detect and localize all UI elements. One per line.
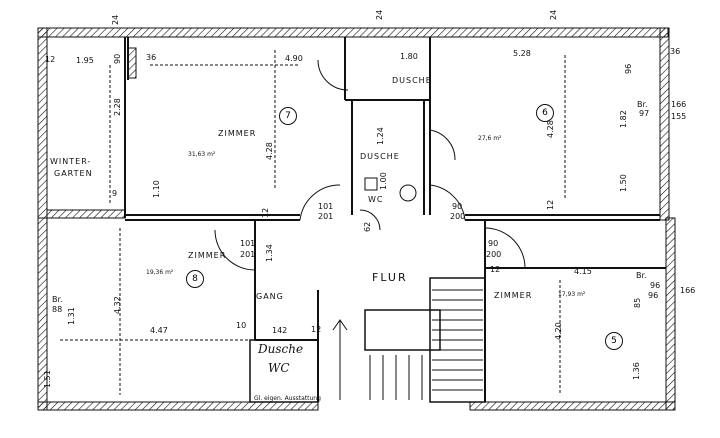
area-room-7: 31,63 m²	[188, 151, 216, 158]
dusche-wc-label-1: Dusche	[258, 342, 304, 356]
dim-1-36: 1.36	[632, 362, 641, 380]
dim-4-90: 4.90	[285, 54, 303, 63]
dim-166: 166	[671, 100, 687, 109]
area-room-8: 19,36 m²	[146, 269, 174, 276]
dim-1-00: 1.00	[379, 172, 388, 190]
dusche-wc-label-2: WC	[268, 361, 290, 375]
dim-200-a: 200	[450, 212, 466, 221]
flur-label: FLUR	[372, 271, 408, 284]
dim-4-20: 4.20	[554, 322, 563, 340]
dim-201-a: 201	[318, 212, 334, 221]
wc-label: WC	[368, 195, 384, 204]
bottom-note: Gl. eigen. Ausstattung	[254, 395, 321, 402]
dim-1-10: 1.10	[152, 180, 161, 198]
dim-4-15: 4.15	[574, 267, 592, 276]
dim-90: 90	[113, 53, 122, 64]
dim-101-b: 101	[240, 239, 256, 248]
dim-2-28: 2.28	[113, 98, 122, 116]
dim-90-b: 90	[452, 202, 463, 211]
dim-101-a: 101	[318, 202, 334, 211]
window-right-label-1: Br.	[636, 271, 647, 280]
zimmer7-label: ZIMMER	[218, 129, 257, 138]
room-number-8: 8	[186, 270, 204, 288]
room-number-6: 6	[536, 104, 554, 122]
dusche-mid-label: DUSCHE	[360, 152, 400, 161]
dim-36: 36	[146, 53, 157, 62]
dim-200-b: 200	[486, 250, 502, 259]
window-left-label-2: 88	[52, 305, 63, 314]
wintergarten-label-2: GARTEN	[54, 169, 93, 178]
dim-24-c: 24	[549, 9, 558, 20]
dim-4-47: 4.47	[150, 326, 168, 335]
window-right-label-2: 96	[650, 281, 661, 290]
fixtures	[60, 50, 566, 395]
dusche-top-label: DUSCHE	[392, 76, 432, 85]
zimmer5-label: ZIMMER	[494, 291, 533, 300]
dim-24-b: 24	[375, 9, 384, 20]
dim-5-28: 5.28	[513, 49, 531, 58]
dim-12-e: 12	[311, 325, 322, 334]
dim-62: 62	[363, 221, 372, 232]
dim-4-28-b: 4.28	[546, 120, 555, 138]
dim-1-51: 1.51	[43, 370, 52, 388]
dim-1-31: 1.31	[67, 307, 76, 325]
area-room-5: 17,93 m²	[558, 291, 586, 298]
room-number-7: 7	[279, 107, 297, 125]
dim-12-b: 12	[261, 207, 270, 218]
room-number-5: 5	[605, 332, 623, 350]
window-left-label-1: Br.	[52, 295, 63, 304]
window-top-label-1: Br.	[637, 100, 648, 109]
dim-90-c: 90	[488, 239, 499, 248]
dim-201-b: 201	[240, 250, 256, 259]
dim-12-c: 12	[546, 199, 555, 210]
dim-36-b: 36	[670, 47, 681, 56]
dim-96-b: 96	[648, 291, 659, 300]
gang-label: GANG	[256, 292, 284, 301]
interior-walls	[124, 37, 666, 403]
dim-1-82: 1.82	[619, 110, 628, 128]
dim-4-32: 4.32	[113, 296, 122, 314]
dim-85: 85	[633, 297, 642, 308]
dim-12: 12	[45, 55, 56, 64]
dim-4-28-a: 4.28	[265, 142, 274, 160]
door-swings	[214, 59, 526, 271]
dim-1-24: 1.24	[376, 127, 385, 145]
dim-10: 10	[236, 321, 247, 330]
dim-12-d: 12	[490, 265, 501, 274]
dim-1-50: 1.50	[619, 174, 628, 192]
zimmer8-label: ZIMMER	[188, 251, 227, 260]
dim-9: 9	[112, 189, 118, 198]
dim-24-a: 24	[111, 14, 120, 25]
window-top-label-2: 97	[639, 109, 650, 118]
dim-1-80: 1.80	[400, 52, 418, 61]
dim-142: 142	[272, 326, 288, 335]
area-room-6: 27,6 m²	[478, 135, 502, 142]
dim-96: 96	[624, 63, 633, 74]
dim-1-95: 1.95	[76, 56, 94, 65]
dim-155: 155	[671, 112, 687, 121]
dim-1-34: 1.34	[265, 244, 274, 262]
wintergarten-label-1: WINTER-	[50, 157, 92, 166]
dim-166-b: 166	[680, 286, 696, 295]
stair-treads	[332, 289, 483, 400]
